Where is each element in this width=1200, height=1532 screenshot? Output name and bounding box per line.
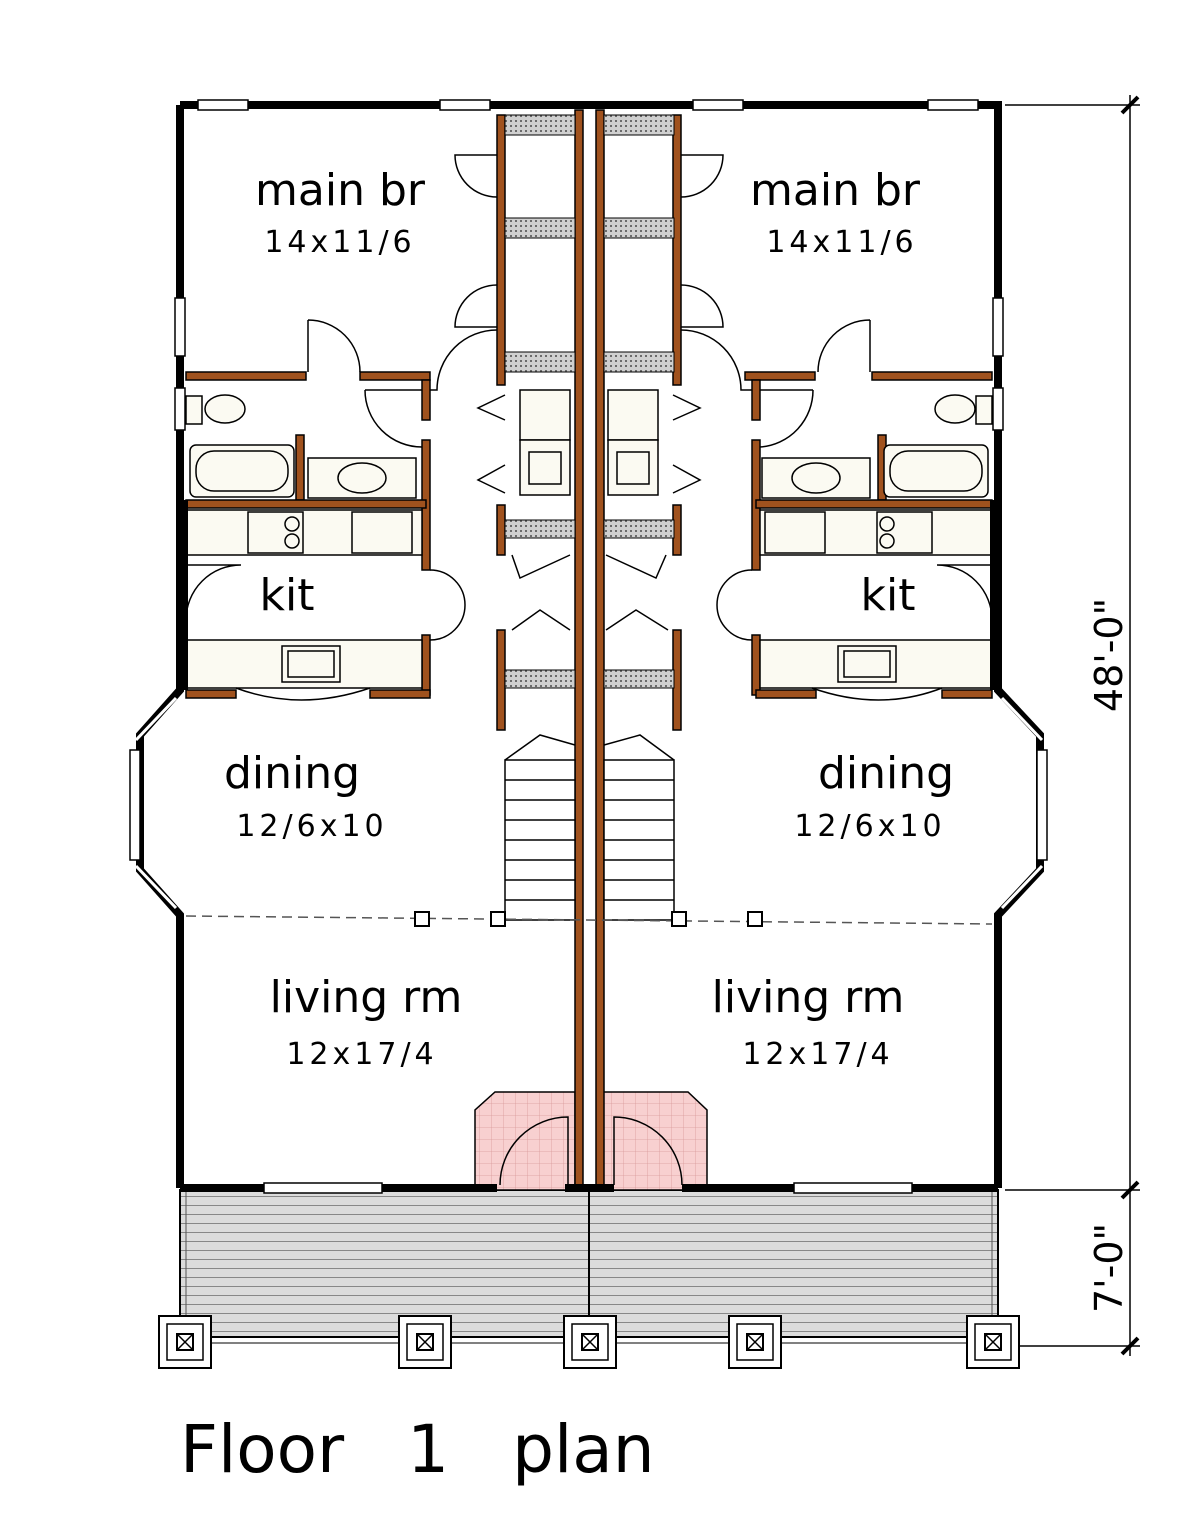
- right-dining-label: dining: [818, 748, 954, 799]
- porch-column: [398, 1315, 452, 1369]
- right-living-label: living rm: [712, 972, 905, 1023]
- entry-tile: [474, 1091, 708, 1191]
- left-living-size: 12x17/4: [286, 1037, 437, 1072]
- porch-columns: [158, 1315, 1020, 1369]
- fixtures: [185, 389, 993, 701]
- right-main-br-label: main br: [750, 165, 921, 216]
- overall-depth-dimension: 48'-0": [1087, 598, 1131, 712]
- left-living-label: living rm: [270, 972, 463, 1023]
- porch-column: [728, 1315, 782, 1369]
- left-main-br-size: 14x11/6: [264, 225, 415, 260]
- porch-column: [563, 1315, 617, 1369]
- porch-depth-dimension: 7'-0": [1087, 1223, 1131, 1313]
- left-main-br-label: main br: [255, 165, 426, 216]
- porch-column: [158, 1315, 212, 1369]
- right-main-br-size: 14x11/6: [766, 225, 917, 260]
- bay-windows: [134, 696, 1044, 910]
- left-dining-label: dining: [224, 748, 360, 799]
- left-dining-size: 12/6x10: [236, 809, 387, 844]
- right-kit-label: kit: [861, 570, 916, 621]
- closets: [504, 114, 675, 689]
- right-dining-size: 12/6x10: [794, 809, 945, 844]
- dimension-lines: [1005, 95, 1140, 1356]
- porch-column: [966, 1315, 1020, 1369]
- plan-title: Floor 1 plan: [180, 1411, 655, 1488]
- left-kit-label: kit: [260, 570, 315, 621]
- room-labels: main br 14x11/6 kit dining 12/6x10 livin…: [224, 165, 954, 1072]
- porch: [179, 1189, 999, 1344]
- right-living-size: 12x17/4: [742, 1037, 893, 1072]
- windows: [129, 99, 1048, 1194]
- beam-line: [185, 911, 993, 927]
- stairs: [504, 734, 675, 921]
